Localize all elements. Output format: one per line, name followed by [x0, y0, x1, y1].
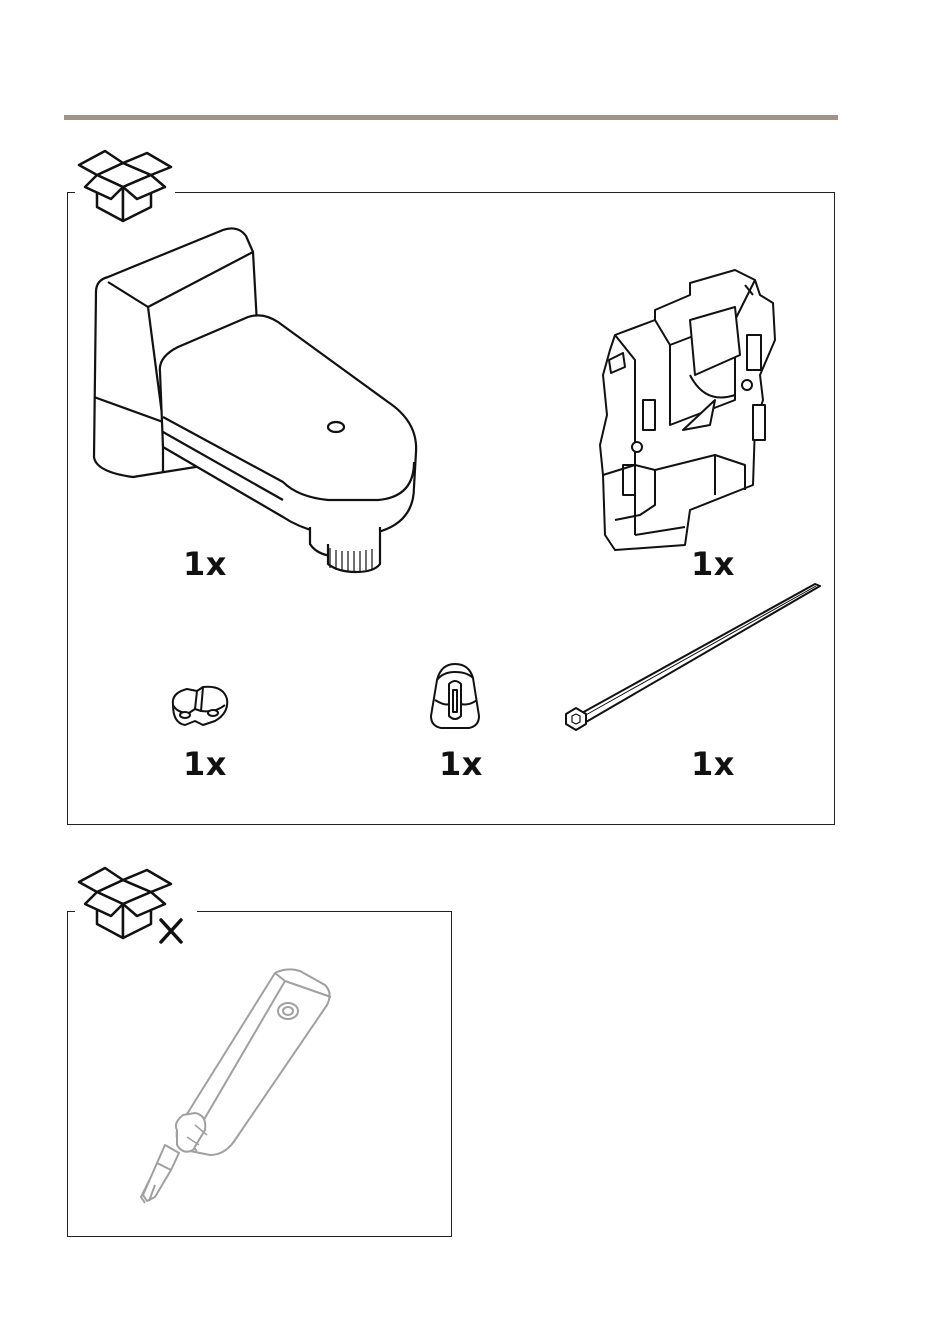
- header-rule: [64, 115, 838, 120]
- box-crossed-icon: [75, 862, 197, 948]
- box-open-icon: [75, 145, 175, 225]
- cable-gasket-quantity: 1x: [183, 745, 227, 783]
- cable-tie-icon: [560, 578, 825, 733]
- punch-down-tool-icon: [135, 965, 335, 1210]
- cable-tie-quantity: 1x: [691, 745, 735, 783]
- cable-gasket-icon: [167, 683, 231, 731]
- wall-bracket-icon: [88, 222, 428, 577]
- wall-bracket-quantity: 1x: [183, 545, 227, 583]
- mounting-plate-icon: [595, 265, 785, 555]
- plug-insert-icon: [425, 660, 485, 732]
- plug-insert-quantity: 1x: [439, 745, 483, 783]
